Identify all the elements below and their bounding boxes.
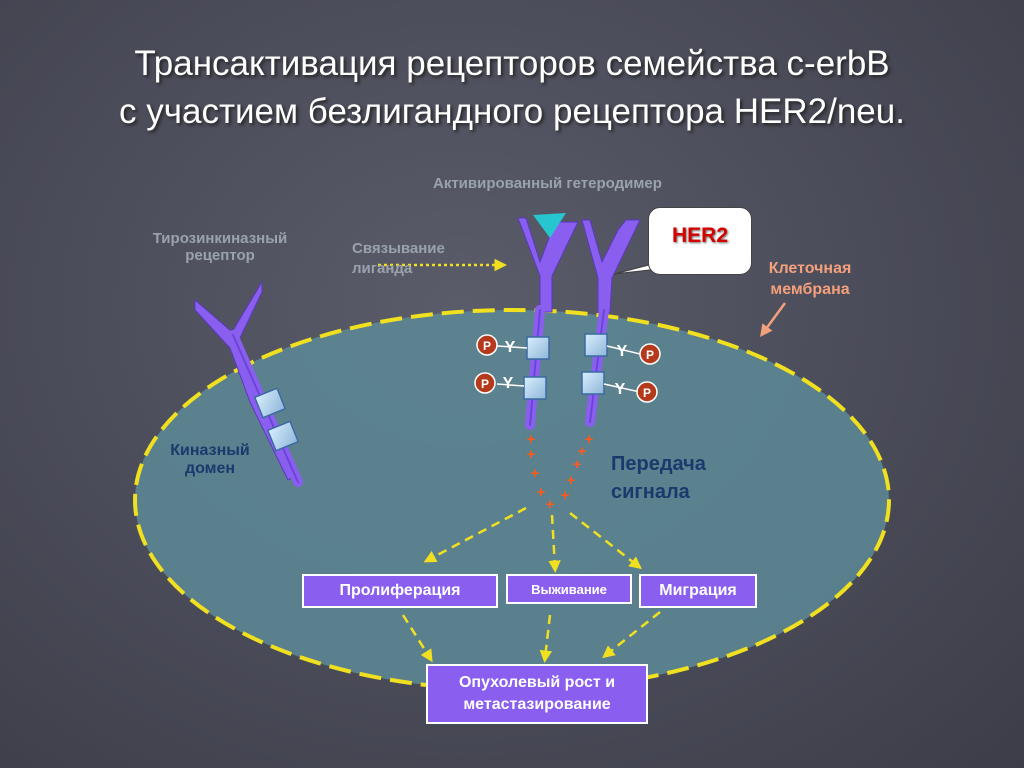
cell-membrane-label: Клеточная мембрана <box>768 260 852 298</box>
her2-receptor <box>581 219 641 427</box>
svg-text:P: P <box>646 348 654 362</box>
svg-text:Y: Y <box>505 339 516 356</box>
tumor-growth-box: Опухолевый рост и метастазирование <box>426 664 648 724</box>
her2-label: HER2 <box>671 224 729 247</box>
phospho-site-2: P Y <box>474 372 514 394</box>
svg-text:+: + <box>546 496 555 513</box>
kinase-domain-label: Киназный домен <box>170 442 250 477</box>
phospho-site-3: P Y <box>617 343 661 365</box>
phospho-site-4: P Y <box>615 381 658 403</box>
svg-text:P: P <box>481 377 489 391</box>
svg-text:+: + <box>578 443 587 460</box>
svg-text:+: + <box>527 446 536 463</box>
title-line-2: с участием безлигандного рецептора HER2/… <box>119 92 905 131</box>
cell-membrane <box>133 308 891 692</box>
membrane-pointer-arrow <box>760 302 787 338</box>
tyrosine-kinase-receptor <box>194 280 303 487</box>
signal-transmission-label: Передача сигнала <box>611 453 706 503</box>
ligand-binding-label: Связывание лиганда <box>352 240 445 277</box>
proliferation-box: Пролиферация <box>302 574 498 608</box>
svg-text:+: + <box>561 487 570 504</box>
svg-text:Y: Y <box>615 381 626 398</box>
svg-text:P: P <box>643 386 651 400</box>
her2-callout: HER2 <box>648 207 752 275</box>
title-line-1: Трансактивация рецепторов семейства c-er… <box>134 44 890 83</box>
svg-text:P: P <box>483 339 491 353</box>
svg-text:+: + <box>537 484 546 501</box>
svg-text:Y: Y <box>503 375 514 392</box>
svg-text:+: + <box>573 456 582 473</box>
phospho-site-1: P Y <box>476 334 516 356</box>
activated-receptor-left <box>517 217 579 430</box>
svg-text:+: + <box>585 431 594 448</box>
ligand <box>533 213 566 238</box>
migration-box: Миграция <box>639 574 757 608</box>
svg-text:+: + <box>531 465 540 482</box>
signal-plus-chain: +++ ++ +++ ++ <box>527 431 594 513</box>
activated-heterodimer-label: Активированный гетеродимер <box>433 175 662 192</box>
signal-arrows <box>401 506 661 663</box>
svg-text:+: + <box>527 431 536 448</box>
survival-box: Выживание <box>506 574 632 604</box>
svg-text:+: + <box>567 472 576 489</box>
tyrosine-kinase-receptor-label: Тирозинкиназный рецептор <box>152 230 288 264</box>
svg-text:Y: Y <box>617 343 628 360</box>
